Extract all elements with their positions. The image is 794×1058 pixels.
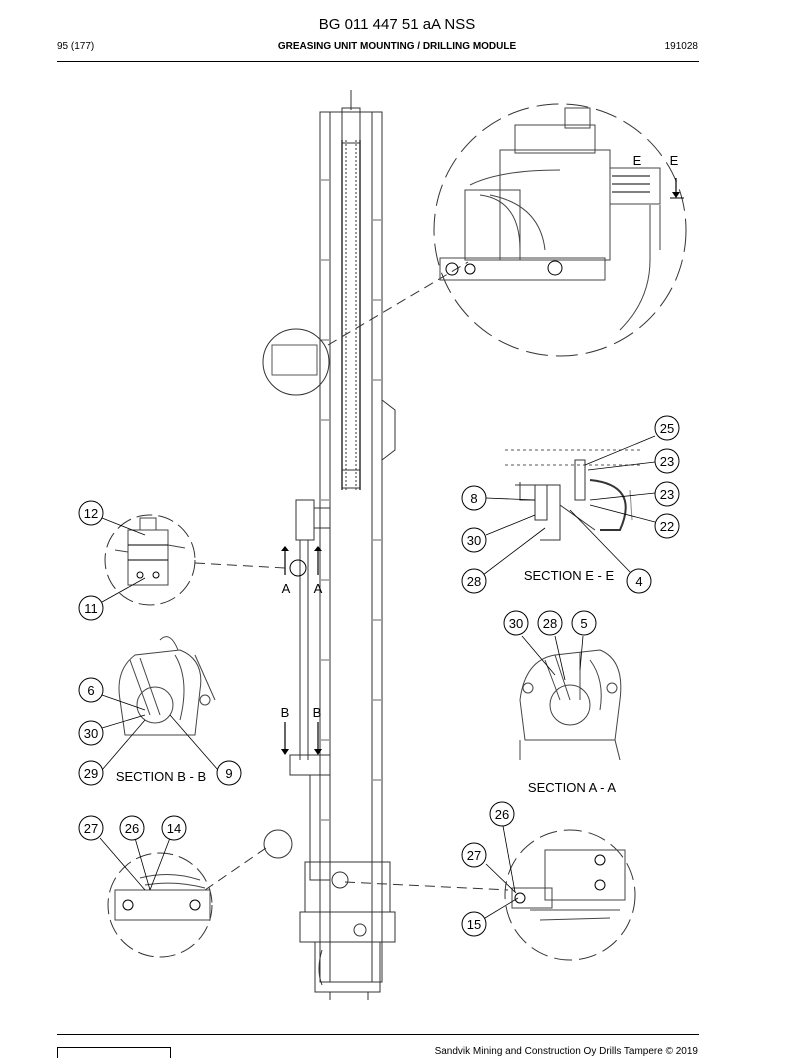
callout-27-left: 27 xyxy=(84,821,98,836)
document-date: 191028 xyxy=(664,41,698,52)
detail-bottom-left xyxy=(107,852,213,958)
callout-23-upper: 23 xyxy=(660,454,674,469)
callout-28-ee: 28 xyxy=(467,574,481,589)
detail-left-mid xyxy=(104,514,196,606)
callout-15: 15 xyxy=(467,917,481,932)
callout-6: 6 xyxy=(87,683,94,698)
marker-b-right: B xyxy=(313,705,322,720)
callout-30-aa: 30 xyxy=(509,616,523,631)
footer-rule xyxy=(57,1034,699,1035)
callout-28-aa: 28 xyxy=(543,616,557,631)
callout-30-bb: 30 xyxy=(84,726,98,741)
callout-30-ee: 30 xyxy=(467,533,481,548)
callout-4: 4 xyxy=(635,574,642,589)
page-number: 95 (177) xyxy=(57,41,95,52)
callout-29: 29 xyxy=(84,766,98,781)
section-bb-label: SECTION B - B xyxy=(116,769,206,784)
marker-b-left: B xyxy=(281,705,290,720)
detail-circle-bottom xyxy=(263,829,293,859)
feed-beam xyxy=(289,90,396,1000)
marker-a-right: A xyxy=(314,581,323,596)
section-ee-drawing xyxy=(505,449,640,541)
section-title: GREASING UNIT MOUNTING / DRILLING MODULE xyxy=(277,41,517,52)
footer-copyright: Sandvik Mining and Construction Oy Drill… xyxy=(434,1046,698,1057)
callout-22: 22 xyxy=(660,519,674,534)
detail-e xyxy=(433,103,687,357)
section-markers xyxy=(281,546,322,755)
document-title: BG 011 447 51 aA NSS xyxy=(318,16,476,33)
marker-e-right: E xyxy=(670,153,679,168)
callout-11: 11 xyxy=(84,601,98,616)
section-ee-label: SECTION E - E xyxy=(524,568,615,583)
callout-leaders xyxy=(99,435,656,919)
header-rule xyxy=(57,61,699,62)
callout-27-right: 27 xyxy=(467,848,481,863)
callout-9: 9 xyxy=(225,766,232,781)
detail-circle-top xyxy=(262,328,330,396)
detail-leaders xyxy=(194,261,509,891)
callout-12: 12 xyxy=(84,506,98,521)
section-aa-drawing xyxy=(519,649,622,761)
section-aa-label: SECTION A - A xyxy=(528,780,616,795)
callout-5: 5 xyxy=(580,616,587,631)
callout-circles xyxy=(78,415,680,937)
callout-25: 25 xyxy=(660,421,674,436)
callout-8: 8 xyxy=(470,491,477,506)
callout-23-lower: 23 xyxy=(660,487,674,502)
marker-a-left: A xyxy=(282,581,291,596)
marker-e-left: E xyxy=(633,153,642,168)
beam-ticks xyxy=(321,179,381,821)
callout-26-right: 26 xyxy=(495,807,509,822)
callout-26-left: 26 xyxy=(125,821,139,836)
detail-bottom-right xyxy=(504,829,636,961)
callout-14: 14 xyxy=(167,821,181,836)
section-bb-drawing xyxy=(118,636,216,736)
